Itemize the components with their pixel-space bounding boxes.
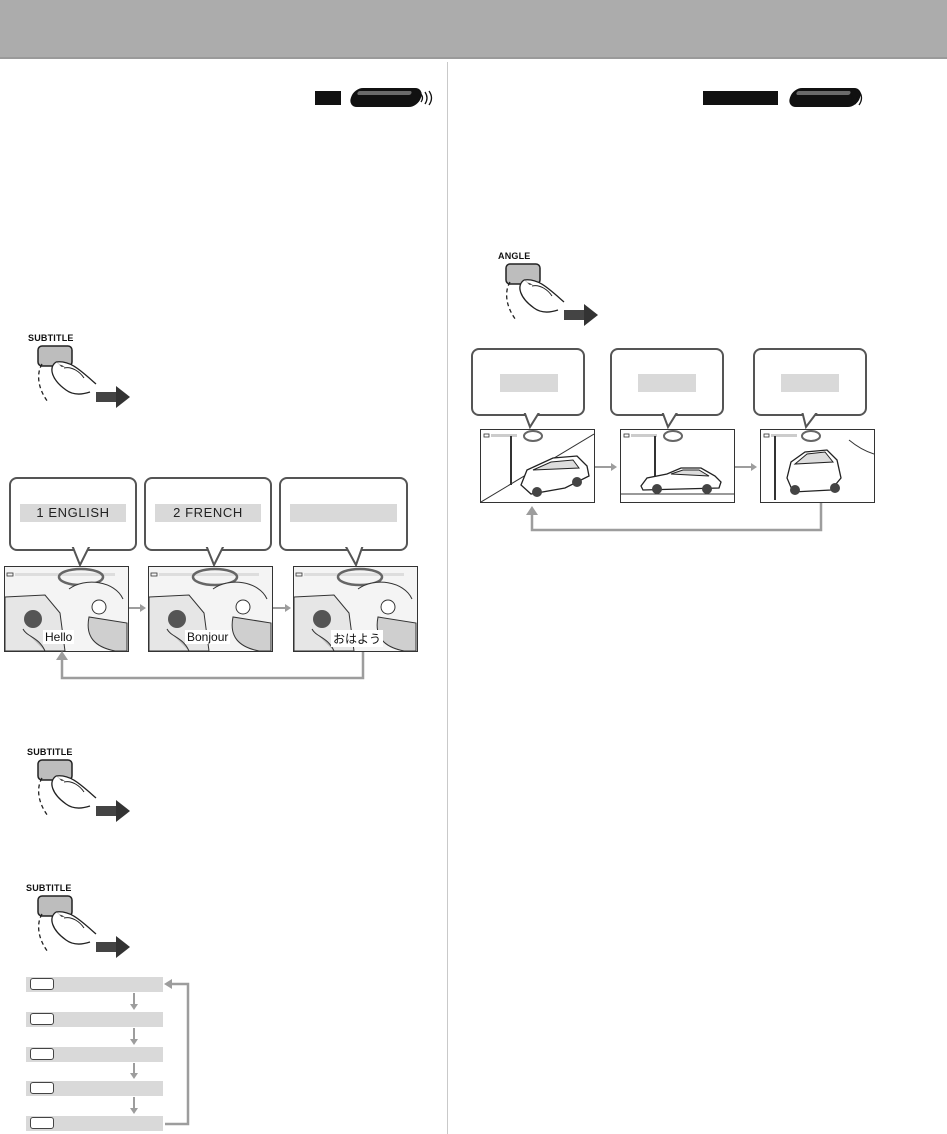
angle-osd-bubble-2 <box>610 348 724 416</box>
subtitle-indicator-icon <box>30 1082 54 1094</box>
car-angle-2-illustration <box>621 430 734 495</box>
angle-osd-label <box>638 374 696 392</box>
subtitle-indicator-icon <box>30 1048 54 1060</box>
subtitle-key-press-icon[interactable] <box>26 894 136 966</box>
header-divider <box>0 57 947 59</box>
subtitle-cycle-arrows <box>56 604 365 680</box>
angle-osd-bubble-1 <box>471 348 585 416</box>
subtitle-caption: Bonjour <box>185 630 231 644</box>
subtitle-caption: おはよう <box>331 630 384 647</box>
angle-osd-label <box>781 374 839 392</box>
remote-control-badge-left <box>315 88 435 110</box>
subtitle-key-label: SUBTITLE <box>27 747 73 757</box>
osd-bubble-2: 2 FRENCH <box>144 477 272 551</box>
subtitle-mode-row-5 <box>26 1116 163 1131</box>
subtitle-key-press-icon[interactable] <box>26 344 136 416</box>
signal-waves-icon <box>420 90 433 106</box>
car-angle-3-illustration <box>763 430 874 500</box>
subtitle-mode-row-3 <box>26 1047 163 1062</box>
angle-screen-1 <box>480 429 595 503</box>
angle-osd-label <box>500 374 558 392</box>
angle-screen-3 <box>760 429 875 503</box>
angle-key-press-icon[interactable] <box>494 262 604 334</box>
subtitle-indicator-icon <box>30 1013 54 1025</box>
subtitle-caption: Hello <box>43 630 75 644</box>
page-header-bar <box>0 0 947 57</box>
angle-screen-2 <box>620 429 735 503</box>
subtitle-language-label <box>290 504 397 522</box>
movie-screen-2: Bonjour <box>148 566 273 652</box>
osd-bubble-3 <box>279 477 408 551</box>
angle-key-label: ANGLE <box>498 251 531 261</box>
car-angle-1-illustration <box>481 430 594 502</box>
subtitle-key-press-icon[interactable] <box>26 758 136 830</box>
subtitle-mode-row-4 <box>26 1081 163 1096</box>
subtitle-key-label: SUBTITLE <box>28 333 74 343</box>
angle-osd-bubble-3 <box>753 348 867 416</box>
column-divider <box>447 62 448 1134</box>
angle-cycle-arrows <box>526 463 823 532</box>
subtitle-language-label: 2 FRENCH <box>155 504 261 522</box>
movie-scene-illustration <box>5 567 128 651</box>
subtitle-indicator-icon <box>30 1117 54 1129</box>
movie-screen-3: おはよう <box>293 566 418 652</box>
signal-waves-icon <box>850 90 863 106</box>
remote-control-badge-right <box>703 88 873 110</box>
subtitle-key-label: SUBTITLE <box>26 883 72 893</box>
subtitle-mode-row-1 <box>26 977 163 992</box>
subtitle-language-label: 1 ENGLISH <box>20 504 126 522</box>
subtitle-mode-row-2 <box>26 1012 163 1027</box>
angle-bubble-pointers <box>522 411 820 430</box>
subtitle-mode-cycle-arrows <box>130 979 190 1126</box>
subtitle-indicator-icon <box>30 978 54 990</box>
movie-scene-illustration <box>294 567 417 651</box>
osd-bubble-1: 1 ENGLISH <box>9 477 137 551</box>
movie-screen-1: Hello <box>4 566 129 652</box>
bubble-pointers <box>70 545 365 568</box>
